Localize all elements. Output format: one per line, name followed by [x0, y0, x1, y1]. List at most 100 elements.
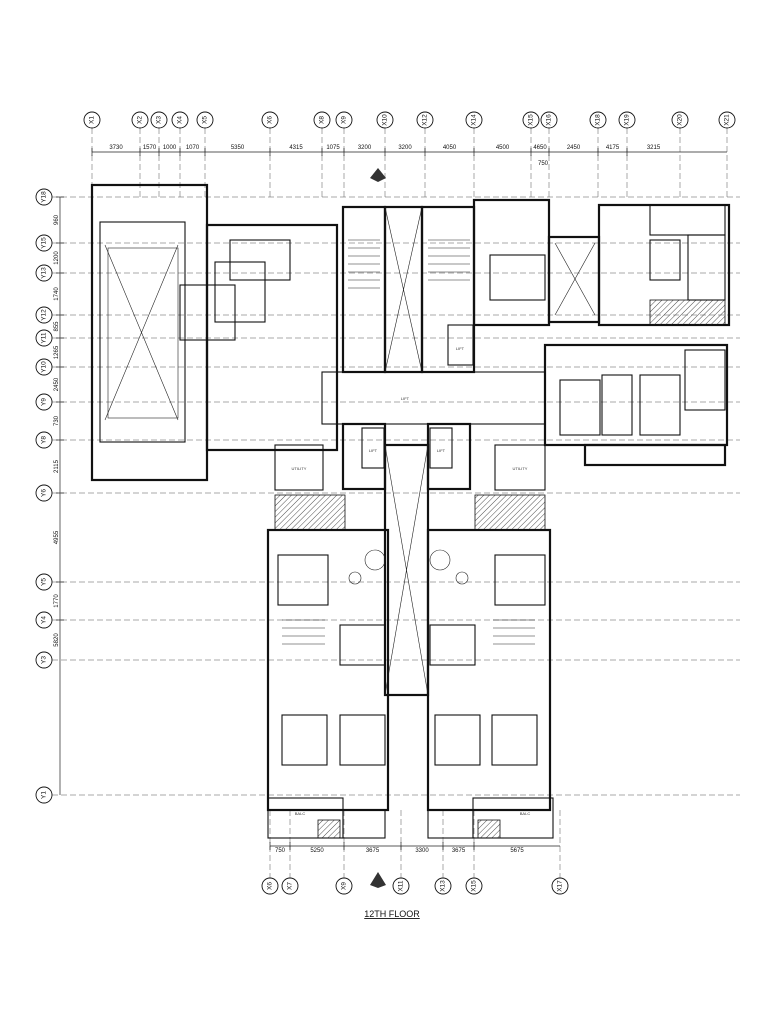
bottom-dim-label: 5675 [510, 848, 524, 854]
svg-text:Y4: Y4 [41, 616, 48, 624]
bottom-dim-label: 3675 [366, 848, 380, 854]
axis-marker-x18: X18 [589, 111, 607, 129]
top-note-dimension: 750 [538, 161, 549, 167]
svg-text:X13: X13 [440, 880, 447, 892]
axis-marker-x16: X16 [540, 111, 558, 129]
svg-text:X2: X2 [137, 116, 144, 124]
top-dim-label: 1075 [326, 145, 340, 151]
left-dim-label: 2450 [54, 377, 60, 391]
svg-text:Y3: Y3 [41, 656, 48, 664]
bottom-axis-markers: X6 X7 X9 X11 X13 X15 X17 [261, 877, 569, 895]
bottom-dim-label: 750 [275, 848, 286, 854]
top-dim-label: 3200 [398, 145, 412, 151]
left-dim-label: 1200 [54, 251, 60, 265]
left-dim-label: 960 [54, 214, 60, 225]
left-dim-label: 5820 [54, 633, 60, 647]
axis-marker-y10: Y10 [35, 358, 53, 376]
axis-marker-y3: Y3 [35, 651, 53, 669]
axis-marker-y13: Y13 [35, 264, 53, 282]
left-dim-label: 855 [54, 321, 60, 332]
svg-text:X12: X12 [422, 114, 429, 126]
axis-marker-x7: X7 [281, 877, 299, 895]
left-dim-label: 1265 [54, 345, 60, 359]
svg-text:X15: X15 [471, 880, 478, 892]
axis-marker-x8: X8 [313, 111, 331, 129]
stair-lower-left [282, 619, 325, 645]
svg-text:Y1: Y1 [41, 791, 48, 799]
svg-text:X14: X14 [471, 114, 478, 126]
svg-text:Y15: Y15 [41, 237, 48, 249]
svg-text:Y13: Y13 [41, 267, 48, 279]
svg-text:X1: X1 [89, 116, 96, 124]
svg-text:LIFT: LIFT [456, 346, 465, 351]
axis-marker-x6: X6 [261, 877, 279, 895]
svg-text:Y12: Y12 [41, 309, 48, 321]
svg-text:LIFT: LIFT [437, 448, 446, 453]
svg-text:X9: X9 [341, 882, 348, 890]
top-dim-label: 1070 [186, 145, 200, 151]
svg-text:Y8: Y8 [41, 436, 48, 444]
axis-marker-x4: X4 [171, 111, 189, 129]
bottom-dim-label: 5250 [310, 848, 324, 854]
svg-text:Y6: Y6 [41, 489, 48, 497]
stair-lower-right [493, 619, 535, 645]
axis-marker-y15: Y15 [35, 234, 53, 252]
svg-text:X6: X6 [267, 116, 274, 124]
axis-marker-x13: X13 [434, 877, 452, 895]
axis-marker-x11: X11 [392, 877, 410, 895]
svg-text:Y11: Y11 [41, 332, 48, 343]
left-dim-label: 1770 [54, 594, 60, 608]
bottom-dim-label: 3300 [415, 848, 429, 854]
top-dim-label: 3200 [358, 145, 372, 151]
grid-lines [52, 128, 740, 878]
axis-marker-y1: Y1 [35, 786, 53, 804]
svg-text:Y18: Y18 [41, 191, 48, 203]
svg-text:X3: X3 [156, 116, 163, 124]
axis-marker-y11: Y11 [35, 329, 53, 347]
left-dim-label: 1740 [54, 287, 60, 301]
svg-text:X15: X15 [528, 114, 535, 126]
svg-text:X16: X16 [546, 114, 553, 126]
axis-marker-x19: X19 [618, 111, 636, 129]
svg-text:X21: X21 [724, 114, 731, 126]
axis-marker-x15: X15 [465, 877, 483, 895]
axis-marker-x2: X2 [131, 111, 149, 129]
svg-text:BALC: BALC [295, 811, 306, 816]
svg-text:X4: X4 [177, 116, 184, 124]
stair-left [348, 239, 380, 289]
top-dim-label: 1000 [163, 145, 177, 151]
top-dim-label: 2450 [567, 145, 581, 151]
bottom-dim-label: 3675 [452, 848, 466, 854]
building-outline: LIFT LIFT LIFT LIFT UTILITY [90, 168, 731, 888]
svg-text:Y5: Y5 [41, 578, 48, 586]
top-dim-label: 4175 [606, 145, 620, 151]
axis-marker-x15: X15 [522, 111, 540, 129]
svg-text:Y10: Y10 [41, 361, 48, 373]
svg-text:X17: X17 [557, 880, 564, 892]
axis-marker-x6: X6 [261, 111, 279, 129]
axis-marker-x9: X9 [335, 877, 353, 895]
axis-marker-y18: Y18 [35, 188, 53, 206]
axis-marker-x14: X14 [465, 111, 483, 129]
svg-text:Y9: Y9 [41, 398, 48, 406]
svg-text:X18: X18 [595, 114, 602, 126]
axis-marker-x17: X17 [551, 877, 569, 895]
axis-marker-x21: X21 [718, 111, 736, 129]
axis-marker-x10: X10 [376, 111, 394, 129]
svg-text:LIFT: LIFT [401, 396, 410, 401]
svg-text:X19: X19 [624, 114, 631, 126]
top-dim-label: 5350 [231, 145, 245, 151]
svg-text:X7: X7 [287, 882, 294, 890]
left-dim-label: 730 [54, 415, 60, 426]
axis-marker-x5: X5 [196, 111, 214, 129]
svg-text:X11: X11 [398, 880, 405, 891]
dimension-strings [59, 151, 727, 847]
svg-text:X8: X8 [319, 116, 326, 124]
top-dim-label: 4050 [443, 145, 457, 151]
axis-marker-x1: X1 [83, 111, 101, 129]
svg-text:BALC: BALC [520, 811, 531, 816]
